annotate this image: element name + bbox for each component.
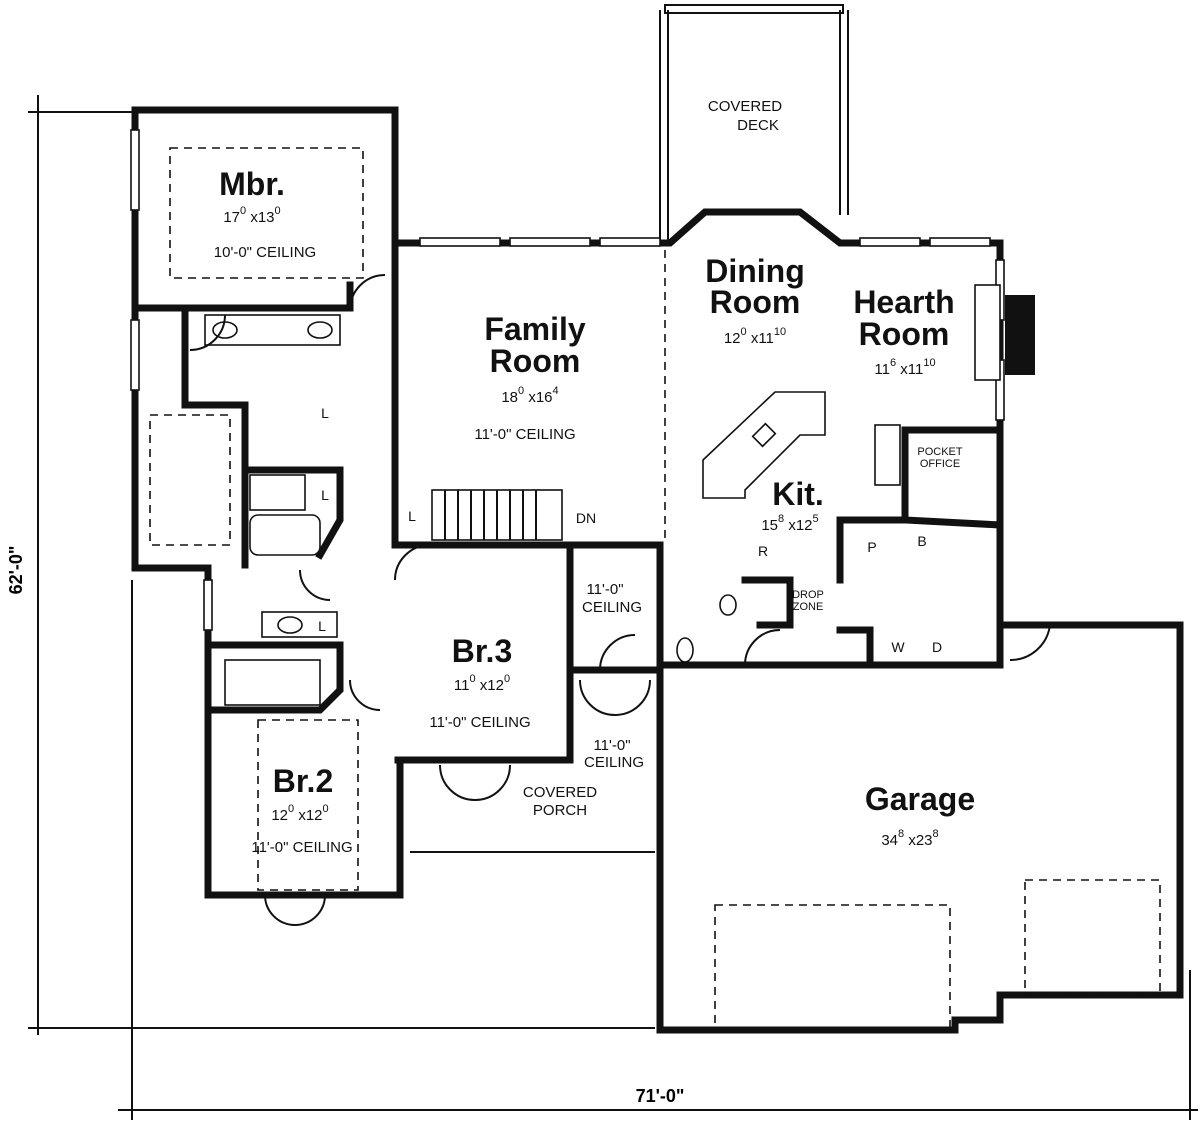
room-name-2: Room	[490, 343, 581, 379]
bath-fixtures	[204, 314, 901, 706]
stairs: DN	[431, 489, 596, 541]
width-dimension: 71'-0"	[636, 1086, 685, 1106]
dimension-lines: 62'-0" 71'-0"	[6, 95, 1198, 1120]
room-kitchen: Kit. 158 x125	[761, 476, 823, 534]
room-size: 120 x120	[271, 803, 328, 824]
walls	[131, 106, 1184, 1034]
linen-label-2: L	[321, 487, 329, 503]
room-name: Hearth	[853, 284, 954, 320]
ceiling-outlines	[149, 147, 1161, 1031]
room-size: 120 x1110	[724, 326, 786, 347]
room-ceiling: 11'-0" CEILING	[251, 839, 352, 856]
room-family: Family Room 180 x164 11'-0" CEILING	[474, 311, 586, 443]
doors	[189, 274, 1051, 926]
room-hearth: Hearth Room 116 x1110	[853, 284, 954, 378]
covered-porch-label: COVERED	[523, 784, 597, 801]
linen-label: L	[321, 405, 329, 421]
room-ceiling: 11'-0" CEILING	[474, 426, 575, 443]
room-name: Family	[484, 311, 586, 347]
room-name: Dining	[705, 253, 805, 289]
small-labels: L L L L P B R W D POCKET OFFICE DROP ZON…	[318, 405, 963, 819]
room-name: Mbr.	[219, 166, 285, 202]
room-ceiling: 11'-0" CEILING	[429, 714, 530, 731]
room-name-2: Room	[710, 284, 801, 320]
kitchen-island	[702, 391, 826, 499]
drop-zone-label-2: ZONE	[793, 601, 824, 613]
covered-deck: COVERED DECK	[659, 4, 849, 245]
room-name: Kit.	[772, 476, 824, 512]
pantry-label: P	[867, 539, 876, 555]
room-mbr: Mbr. 170 x130 10'-0" CEILING	[214, 166, 316, 261]
room-name-2: Room	[859, 316, 950, 352]
room-br2: Br.2 120 x120 11'-0" CEILING	[251, 763, 352, 856]
stair-down-label: DN	[576, 510, 596, 526]
linen-label-3: L	[408, 508, 416, 524]
room-garage: Garage 348 x238	[865, 781, 975, 849]
pocket-office-label: POCKET	[917, 446, 963, 458]
room-name: Br.2	[273, 763, 333, 799]
covered-porch-label-2: PORCH	[533, 802, 587, 819]
entry-ceiling-label-2: CEILING	[584, 754, 644, 771]
drop-zone-label: DROP	[792, 589, 824, 601]
entry-ceiling-label: 11'-0"	[593, 737, 630, 754]
dryer-label: D	[932, 639, 942, 655]
refrigerator-label: R	[758, 543, 768, 559]
room-size: 158 x125	[761, 513, 818, 534]
linen-label-4: L	[318, 618, 326, 634]
room-size: 110 x120	[454, 673, 510, 694]
depth-dimension: 62'-0"	[6, 546, 26, 595]
room-size: 180 x164	[501, 385, 558, 406]
bench-label: B	[917, 533, 926, 549]
room-size: 170 x130	[223, 205, 280, 226]
room-br3: Br.3 110 x120 11'-0" CEILING	[429, 633, 530, 731]
covered-deck-label-2: DECK	[737, 117, 779, 134]
pocket-office-label-2: OFFICE	[920, 458, 960, 470]
washer-label: W	[891, 639, 905, 655]
hall-ceiling-label-2: CEILING	[582, 599, 642, 616]
room-ceiling: 10'-0" CEILING	[214, 244, 316, 261]
room-dining: Dining Room 120 x1110	[705, 253, 805, 347]
room-name: Garage	[865, 781, 975, 817]
room-size: 116 x1110	[874, 357, 935, 378]
hall-ceiling-label: 11'-0"	[586, 581, 623, 598]
room-name: Br.3	[452, 633, 512, 669]
room-size: 348 x238	[881, 828, 938, 849]
covered-deck-label: COVERED	[708, 98, 782, 115]
fireplace	[974, 284, 1035, 381]
